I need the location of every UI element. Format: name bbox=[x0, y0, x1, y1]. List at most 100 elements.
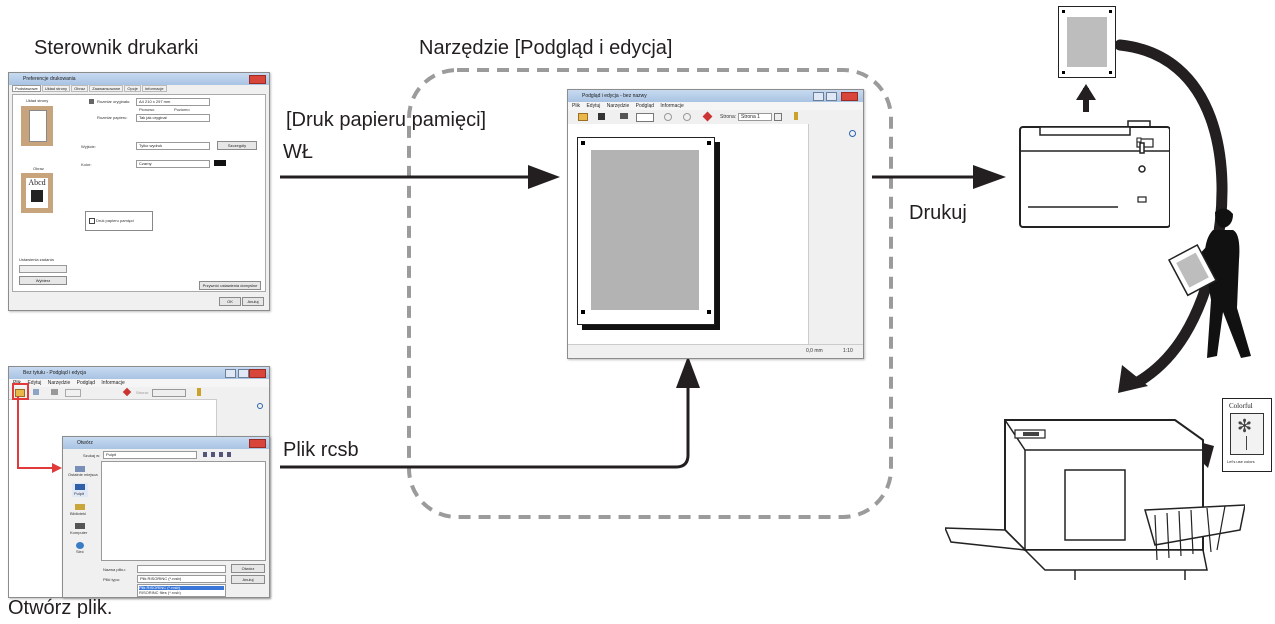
look-in-select[interactable]: Pulpit bbox=[103, 451, 197, 459]
close-button[interactable] bbox=[249, 369, 266, 378]
preview-menu-bar: Plik Edytuj Narzędzie Podgląd Informacje bbox=[568, 102, 863, 110]
tool-region-border bbox=[407, 68, 893, 519]
page-select[interactable] bbox=[152, 389, 186, 397]
small-preview-toolbar: Strona: bbox=[9, 387, 269, 400]
close-button[interactable] bbox=[841, 92, 858, 101]
ok-button[interactable]: OK bbox=[219, 297, 241, 306]
undo-icon[interactable] bbox=[664, 113, 672, 121]
restore-defaults-button[interactable]: Przywróć ustawienia domyślne bbox=[199, 281, 261, 290]
menu-edit[interactable]: Edytuj bbox=[27, 380, 42, 386]
eraser-icon[interactable] bbox=[122, 387, 132, 397]
filetype-option[interactable]: RISORINC files (*.rcsb) bbox=[139, 590, 181, 595]
menu-edit[interactable]: Edytuj bbox=[586, 103, 601, 109]
desktop-icon bbox=[75, 484, 85, 490]
open-file-label: Otwórz plik. bbox=[8, 597, 113, 619]
sheet-mark-br bbox=[1109, 71, 1112, 74]
flower-icon: ✻ bbox=[1237, 416, 1253, 436]
page-dropdown-icon[interactable] bbox=[774, 113, 782, 121]
details-button[interactable]: Szczegóły bbox=[217, 141, 257, 150]
small-preview-title: Bez tytułu - Podgląd i edycja bbox=[23, 370, 87, 376]
tab-layout[interactable]: Układ strony bbox=[41, 85, 71, 92]
menu-info[interactable]: Informacje bbox=[101, 380, 125, 386]
zoom-icon[interactable] bbox=[849, 130, 856, 137]
place-desktop[interactable]: Pulpit bbox=[72, 483, 88, 497]
preview-canvas[interactable] bbox=[568, 124, 808, 344]
printed-sheet bbox=[1058, 6, 1116, 78]
page-layout-icon[interactable] bbox=[636, 113, 654, 122]
job-settings-label: Ustawienia zadania bbox=[19, 257, 54, 262]
cancel-button[interactable]: Anuluj bbox=[242, 297, 264, 306]
menu-info[interactable]: Informacje bbox=[660, 103, 684, 109]
close-button[interactable] bbox=[249, 439, 266, 448]
pin-icon[interactable] bbox=[794, 112, 798, 120]
place-computer[interactable]: Komputer bbox=[70, 523, 88, 535]
pin-icon[interactable] bbox=[197, 388, 201, 396]
color-select[interactable]: Czarny bbox=[136, 160, 210, 168]
place-label: Komputer bbox=[70, 530, 88, 535]
memory-checkbox-group: Druk papieru pamięci bbox=[85, 211, 153, 231]
save-icon[interactable] bbox=[598, 113, 605, 120]
tab-basic[interactable]: Podstawowe bbox=[12, 85, 41, 92]
preview-window: Podgląd i edycja - bez nazwy Plik Edytuj… bbox=[567, 89, 864, 359]
menu-view[interactable]: Podgląd bbox=[635, 103, 655, 109]
page-label: Strona: bbox=[136, 390, 149, 395]
menu-tools[interactable]: Narzędzie bbox=[47, 380, 71, 386]
color-label: Kolor: bbox=[81, 162, 92, 167]
zoom-icon[interactable] bbox=[257, 403, 263, 409]
nav-icons[interactable] bbox=[203, 452, 233, 457]
tab-info[interactable]: Informacje bbox=[141, 85, 167, 92]
place-network[interactable]: Sieć bbox=[72, 542, 88, 554]
printer-driver-window: Preferencje drukowania Podstawowe Układ … bbox=[8, 72, 270, 311]
menu-tools[interactable]: Narzędzie bbox=[606, 103, 630, 109]
tab-options[interactable]: Opcje bbox=[124, 85, 141, 92]
menu-file[interactable]: Plik bbox=[572, 103, 581, 109]
preview-title: Podgląd i edycja - bez nazwy bbox=[582, 93, 647, 99]
paper-size-select[interactable]: Tak jak oryginał bbox=[136, 114, 210, 122]
output-label: Wyjście: bbox=[81, 144, 96, 149]
redo-icon[interactable] bbox=[683, 113, 691, 121]
printer-driver-label: Sterownik drukarki bbox=[34, 37, 199, 59]
filetype-label: Pliki typu: bbox=[103, 577, 121, 582]
print-icon[interactable] bbox=[51, 389, 58, 395]
job-settings-select[interactable] bbox=[19, 265, 67, 273]
menu-view[interactable]: Podgląd bbox=[76, 380, 96, 386]
memory-checkbox[interactable] bbox=[89, 218, 95, 224]
maximize-button[interactable] bbox=[826, 92, 837, 101]
maximize-button[interactable] bbox=[238, 369, 249, 378]
filetype-select[interactable]: Plik RISORINC (*.rcsb) bbox=[137, 575, 226, 583]
page-select[interactable]: Strona 1 bbox=[738, 113, 772, 121]
places-bar: Ostatnie miejsca Pulpit Biblioteki Kompu… bbox=[67, 463, 98, 563]
place-recent[interactable]: Ostatnie miejsca bbox=[68, 466, 98, 477]
orientation-portrait[interactable]: Pionowo bbox=[139, 107, 155, 112]
filename-input[interactable] bbox=[137, 565, 226, 573]
minimize-button[interactable] bbox=[813, 92, 824, 101]
save-icon[interactable] bbox=[33, 389, 39, 395]
original-size-select[interactable]: A4 210 x 297 mm bbox=[136, 98, 210, 106]
file-list[interactable] bbox=[101, 461, 266, 561]
tab-advanced[interactable]: Zaawansowane bbox=[89, 85, 124, 92]
print-icon[interactable] bbox=[620, 113, 628, 119]
open-folder-icon[interactable] bbox=[578, 113, 588, 121]
close-button[interactable] bbox=[249, 75, 266, 84]
eraser-icon[interactable] bbox=[702, 111, 713, 122]
driver-tab-panel bbox=[12, 94, 266, 292]
output-select[interactable]: Tylko wydruk bbox=[136, 142, 210, 150]
filetype-option-selected[interactable]: Plik RISORINC (*.rcsb) bbox=[139, 586, 224, 590]
printed-sheet-content bbox=[1067, 17, 1107, 67]
memory-checkbox-label: Druk papieru pamięci bbox=[96, 218, 134, 223]
place-label: Pulpit bbox=[74, 491, 85, 496]
sheet-mark-bl bbox=[1062, 71, 1065, 74]
color-swatch bbox=[214, 160, 226, 166]
open-button[interactable]: Otwórz bbox=[231, 564, 265, 573]
image-label: Obraz bbox=[33, 166, 44, 171]
orientation-landscape[interactable]: Poziomo bbox=[174, 107, 190, 112]
open-folder-icon[interactable] bbox=[15, 389, 25, 397]
minimize-button[interactable] bbox=[225, 369, 236, 378]
page-layout-icon[interactable] bbox=[65, 389, 81, 397]
paper-size-label: Rozmiar papieru: bbox=[97, 115, 128, 120]
arrow-preview-to-printer bbox=[872, 165, 1006, 189]
place-libraries[interactable]: Biblioteki bbox=[70, 504, 88, 516]
tab-image[interactable]: Obraz bbox=[71, 85, 89, 92]
cancel-button[interactable]: Anuluj bbox=[231, 575, 265, 584]
load-button[interactable]: Wybierz bbox=[19, 276, 67, 285]
